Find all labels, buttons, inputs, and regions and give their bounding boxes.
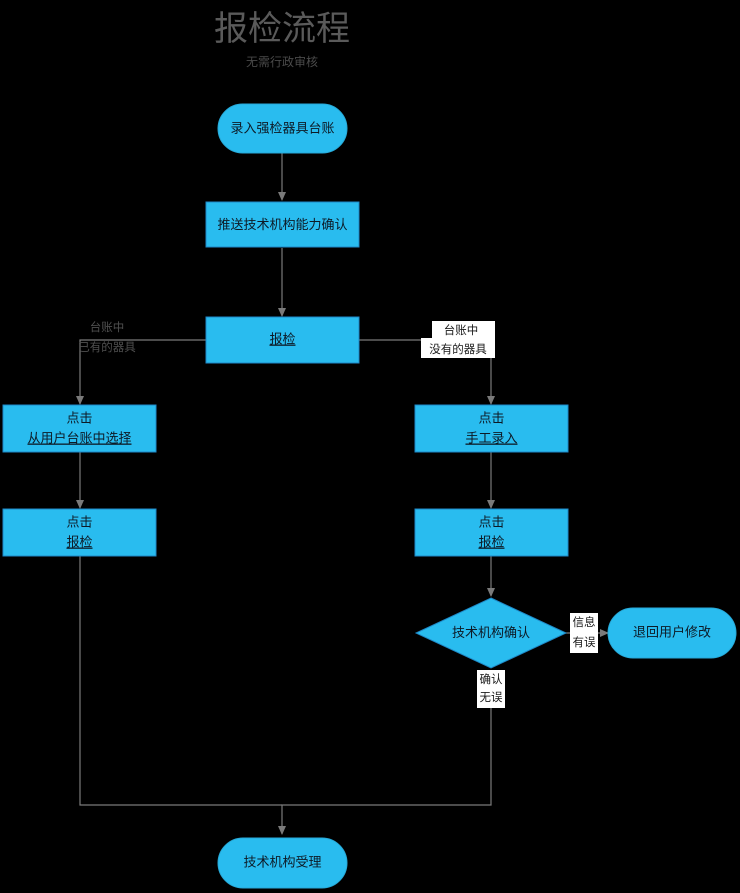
node-apply-inspection[interactable]: 报检 — [205, 316, 360, 364]
node-push-capability-confirm[interactable]: 推送技术机构能力确认 — [205, 201, 360, 248]
node-label: 退回用户修改 — [633, 625, 711, 641]
edge-label-backdrop — [570, 613, 598, 653]
edge-label-info-error: 信息 有误 — [570, 613, 598, 653]
edge-label-info-confirmed: 确认 无误 — [477, 670, 505, 708]
node-label-line1: 点击 — [478, 516, 504, 531]
edge-label-line1: 台账中 — [90, 320, 125, 334]
node-shape-rect — [2, 404, 157, 453]
node-label-line2: 报检 — [478, 536, 504, 551]
node-label-line2: 从用户台账中选择 — [27, 431, 131, 447]
node-label-rest: 技术机构能力确认 — [244, 218, 348, 233]
node-label-underlined: 推送 — [217, 218, 243, 233]
page-subtitle: 无需行政审核 — [246, 54, 318, 69]
node-shape-stadium — [607, 607, 737, 659]
edge-label-line1: 台账中 — [444, 323, 479, 337]
edge-label-line2: 已有的器具 — [78, 340, 136, 354]
node-label: 推送技术机构能力确认 — [217, 218, 347, 233]
edge-label-missing-instruments: 台账中 没有的器具 — [421, 321, 495, 358]
node-label: 录入强检器具台账 — [230, 122, 334, 137]
edge-label-line2: 没有的器具 — [429, 342, 487, 356]
edge-label-line2: 无误 — [480, 690, 503, 704]
node-shape-diamond — [414, 597, 568, 669]
node-label: 报检 — [269, 333, 295, 348]
node-return-to-user[interactable]: 退回用户修改 — [607, 607, 737, 659]
node-tech-org-accept[interactable]: 技术机构受理 — [217, 837, 348, 889]
edge-label-backdrop-1 — [432, 321, 495, 338]
node-shape-stadium — [217, 837, 348, 889]
node-shape-stadium — [217, 103, 348, 154]
node-label-line2: 手工录入 — [465, 432, 517, 447]
node-label: 技术机构确认 — [452, 626, 530, 641]
node-shape-rect — [414, 508, 569, 557]
node-click-apply-right[interactable]: 点击 报检 — [414, 508, 569, 557]
page-title: 报检流程 — [214, 9, 350, 49]
node-shape-rect — [2, 508, 157, 557]
node-label-line1: 点击 — [66, 516, 92, 531]
node-label-line2: 报检 — [66, 536, 92, 551]
edge-label-line1: 信息 — [573, 615, 596, 629]
edge-n3-n4 — [76, 339, 206, 405]
edge-label-line2: 有误 — [573, 635, 596, 649]
node-record-ledger[interactable]: 录入强检器具台账 — [217, 103, 348, 154]
node-shape-rect — [414, 404, 569, 453]
edge-label-backdrop — [477, 670, 505, 708]
edge-n6-merge — [79, 556, 282, 806]
edge-label-line1: 确认 — [480, 672, 503, 686]
edge-label-existing-instruments: 台账中 已有的器具 — [78, 320, 136, 354]
node-shape-rect — [205, 316, 360, 364]
node-tech-org-confirm-decision[interactable]: 技术机构确认 — [414, 597, 568, 669]
node-label-rest: 技术机构 — [452, 626, 504, 641]
node-label-line1: 点击 — [66, 412, 92, 427]
node-label-line1: 点击 — [478, 412, 504, 427]
edge-n8-n10 — [278, 670, 492, 835]
node-shape-rect — [205, 201, 360, 248]
node-manual-entry[interactable]: 点击 手工录入 — [414, 404, 569, 453]
node-click-apply-left[interactable]: 点击 报检 — [2, 508, 157, 557]
node-label: 技术机构受理 — [243, 856, 321, 871]
node-select-from-user-ledger[interactable]: 点击 从用户台账中选择 — [2, 404, 157, 453]
edge-label-backdrop-2 — [421, 338, 495, 358]
node-label-underlined: 确认 — [504, 626, 530, 641]
